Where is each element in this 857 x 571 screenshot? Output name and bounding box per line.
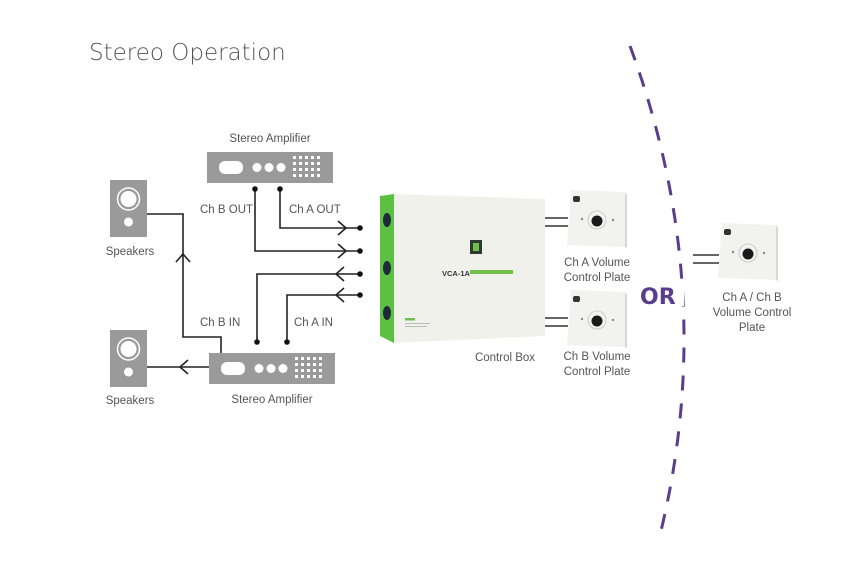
arrow-left-icon — [178, 359, 189, 375]
ch-b-out-label: Ch B OUT — [200, 204, 253, 216]
ch-a-volume-plate-image — [566, 189, 628, 249]
ch-b-in-label: Ch B IN — [200, 317, 240, 329]
ch-b-volume-plate-image — [566, 289, 628, 349]
arrow-left-icon — [334, 287, 345, 303]
plate-a-label-line1: Ch A Volume — [564, 257, 630, 269]
control-box-model: VCA-1A — [442, 269, 471, 278]
top-amplifier-label: Stereo Amplifier — [229, 133, 310, 145]
page-title: Stereo Operation — [89, 40, 286, 66]
arrow-right-icon — [337, 220, 348, 236]
dashed-separator-arc — [628, 45, 686, 536]
plate-ab-label-line1: Ch A / Ch B — [722, 292, 782, 304]
top-speaker-icon — [109, 179, 148, 238]
plate-ab-label-line3: Plate — [739, 322, 765, 334]
bottom-stereo-amplifier-icon — [209, 353, 335, 384]
plate-b-label-line1: Ch B Volume — [563, 351, 630, 363]
plate-wiring — [545, 217, 719, 327]
plate-a-label-line2: Control Plate — [564, 272, 630, 284]
plate-ab-label-line2: Volume Control — [713, 307, 792, 319]
arrow-right-icon — [337, 243, 348, 259]
control-box-label: Control Box — [475, 352, 535, 364]
ch-a-in-label: Ch A IN — [294, 317, 333, 329]
wiring — [147, 186, 363, 375]
top-speakers-label: Speakers — [106, 246, 155, 258]
plate-b-label-line2: Control Plate — [564, 366, 630, 378]
top-stereo-amplifier-icon — [207, 152, 333, 183]
bottom-speaker-icon — [109, 329, 148, 388]
bottom-amplifier-label: Stereo Amplifier — [231, 394, 312, 406]
ch-a-out-label: Ch A OUT — [289, 204, 341, 216]
arrow-left-icon — [334, 266, 345, 282]
control-box-image: VCA-1A — [380, 194, 545, 343]
ch-ab-volume-plate-image — [717, 222, 779, 282]
arrow-up-icon — [175, 252, 191, 263]
or-separator-text: OR — [640, 285, 676, 310]
bottom-speakers-label: Speakers — [106, 395, 155, 407]
